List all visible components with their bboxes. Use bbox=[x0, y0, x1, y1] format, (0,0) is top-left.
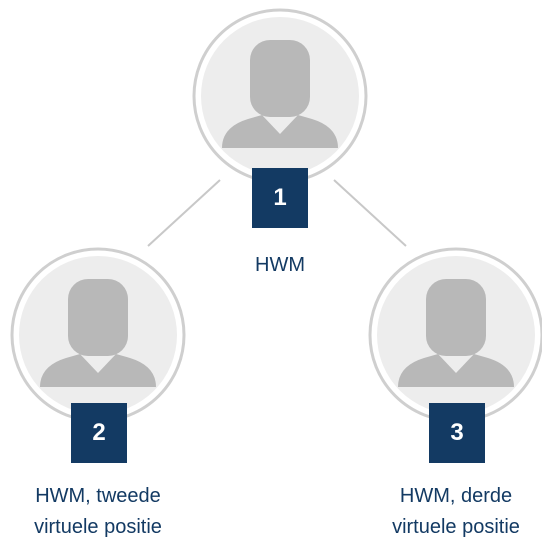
connector-1-2 bbox=[147, 179, 221, 247]
node-1-label: HWM bbox=[180, 250, 380, 281]
node-2-label-line-2: virtuele positie bbox=[34, 516, 162, 538]
node-3-label: HWM, derde virtuele positie bbox=[358, 481, 542, 543]
person-silhouette-icon bbox=[368, 247, 542, 423]
node-number-badge: 2 bbox=[71, 403, 127, 463]
person-silhouette-icon bbox=[10, 247, 186, 423]
node-2-label: HWM, tweede virtuele positie bbox=[0, 481, 196, 543]
node-3-label-line-1: HWM, derde bbox=[399, 485, 513, 507]
connector-1-3 bbox=[333, 179, 407, 247]
node-number-badge: 3 bbox=[429, 403, 485, 463]
node-3-label-line-2: virtuele positie bbox=[392, 516, 520, 538]
node-2-label-line-1: HWM, tweede bbox=[35, 485, 161, 507]
node-1-label-line-1: HWM bbox=[255, 254, 305, 276]
person-silhouette-icon bbox=[192, 8, 368, 184]
node-number-badge: 1 bbox=[252, 168, 308, 228]
